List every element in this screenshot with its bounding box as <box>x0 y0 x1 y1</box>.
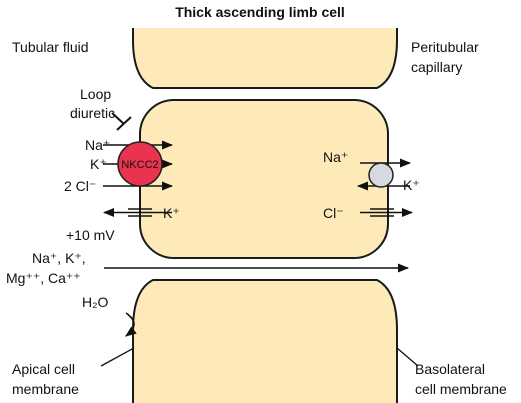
voltage-label: +10 mV <box>66 227 115 243</box>
water-label: H₂O <box>82 294 109 310</box>
apical-k-channel <box>102 208 172 217</box>
tubular-fluid-label: Tubular fluid <box>12 39 89 55</box>
apical-na-label: Na⁺ <box>85 137 110 153</box>
basolateral-membrane-label-line2: cell membrane <box>415 381 507 397</box>
upper-cell-outline <box>132 28 398 89</box>
nkcc2-label: NKCC2 <box>121 159 158 171</box>
apical-membrane-label-line2: membrane <box>12 381 79 397</box>
diagram-title: Thick ascending limb cell <box>175 4 345 20</box>
nkcc2-transporter <box>117 141 163 187</box>
basolateral-membrane-label-line1: Basolateral <box>415 361 485 377</box>
basolateral-na-label: Na⁺ <box>323 149 348 165</box>
paracellular-ions-line1: Na⁺, K⁺, <box>32 250 86 266</box>
inhibition-symbol <box>111 112 132 131</box>
lower-cell-outline <box>132 279 398 403</box>
apical-cl-label: 2 Cl⁻ <box>64 178 96 194</box>
basolateral-k-label: K⁺ <box>403 177 420 193</box>
main-cell <box>139 99 389 259</box>
basolateral-cl-label: Cl⁻ <box>323 205 344 221</box>
peritubular-label-line2: capillary <box>411 59 462 75</box>
loop-diuretic-label-line1: Loop <box>80 86 111 102</box>
apical-k-label: K⁺ <box>90 156 107 172</box>
water-curved-arrow <box>125 312 137 337</box>
basolateral-cl-channel <box>360 208 414 217</box>
lower-cell <box>133 280 397 403</box>
apical-membrane-pointer <box>100 347 135 367</box>
paracellular-ions-line2: Mg⁺⁺, Ca⁺⁺ <box>6 270 81 286</box>
na-k-pump <box>368 162 394 188</box>
peritubular-label-line1: Peritubular <box>411 39 479 55</box>
basolateral-membrane-pointer <box>396 347 419 367</box>
loop-diuretic-label-line2: diuretic <box>70 105 115 121</box>
apical-k-channel-label: K⁺ <box>163 205 180 221</box>
upper-cell <box>133 28 397 88</box>
apical-membrane-label-line1: Apical cell <box>12 361 75 377</box>
